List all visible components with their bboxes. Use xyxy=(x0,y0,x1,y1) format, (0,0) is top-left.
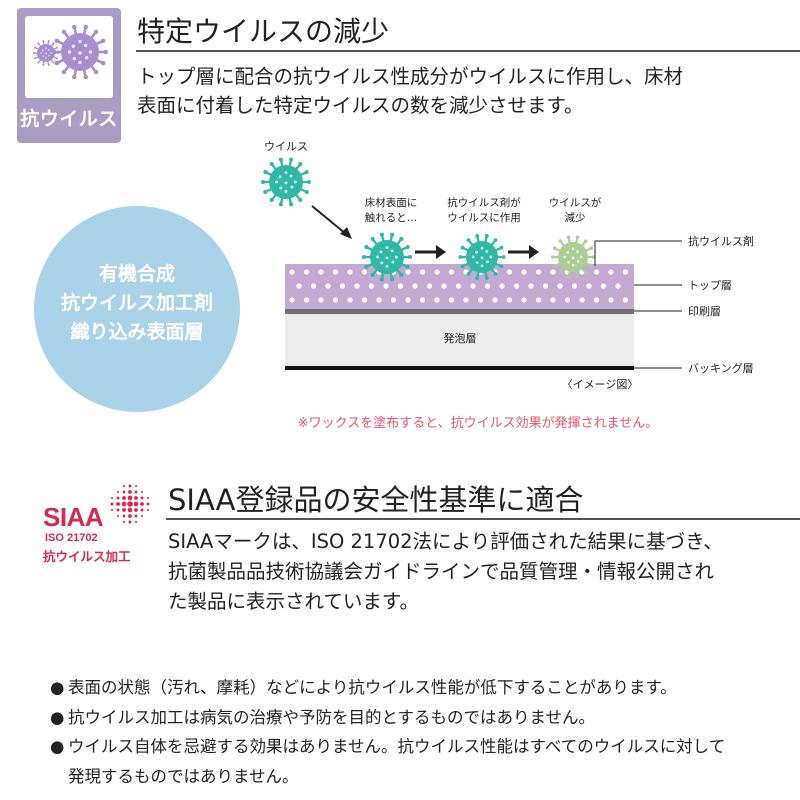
step3-label: ウイルスが xyxy=(549,196,602,209)
circle-text: 有機合成 抗ウイルス加工剤 織り込み表面層 xyxy=(34,260,240,347)
diagonal-arrow-icon xyxy=(311,205,352,239)
note-text: ウイルス自体を忌避する効果はありません。抗ウイルス性能はすべてのウイルスに対して xyxy=(68,737,726,756)
step2-label: ウイルスに作用 xyxy=(447,212,521,224)
foam-layer-label: 発泡層 xyxy=(444,331,477,345)
section2-description: SIAAマークは、ISO 21702法により評価された結果に基づき、 抗菌製品品… xyxy=(168,527,723,617)
circle-text-line: 抗ウイルス加工剤 xyxy=(60,292,213,314)
section2-description-line: た製品に表示されています。 xyxy=(168,590,419,613)
antiviral-badge: 抗ウイルス xyxy=(17,8,121,143)
notes-list: ●表面の状態（汚れ、摩耗）などにより抗ウイルス性能が低下することがあります。 ●… xyxy=(50,673,725,791)
wax-warning: ※ワックスを塗布すると、抗ウイルス効果が発揮されません。 xyxy=(298,415,659,431)
surface-layer-circle: 有機合成 抗ウイルス加工剤 織り込み表面層 xyxy=(34,206,240,412)
arrow-right-icon xyxy=(508,245,539,259)
section2-title: SIAA登録品の安全性基準に適合 xyxy=(168,483,584,517)
print-layer xyxy=(285,309,634,314)
note-text: 発現するものではありません。 xyxy=(68,766,299,786)
step2-label: 抗ウイルス剤が xyxy=(447,196,521,209)
top-layer-label: トップ層 xyxy=(688,279,732,292)
bullet: ● xyxy=(50,737,65,756)
layer-diagram: 発泡層 ウイルス 床材表面に 触れると… 抗ウイルス剤が ウイルスに作用 ウイル… xyxy=(261,140,754,431)
virus-icon xyxy=(458,234,506,280)
note-text: 抗ウイルス加工は病気の治療や予防を目的とするものではありません。 xyxy=(68,707,596,727)
siaa-word: SIAA xyxy=(43,502,104,532)
agent-label: 抗ウイルス剤 xyxy=(688,234,754,248)
badge-virus-icon xyxy=(32,24,108,80)
note-item-continuation: 発現するものではありません。 xyxy=(50,762,725,792)
print-layer-label: 印刷層 xyxy=(688,305,721,318)
note-item: ●抗ウイルス加工は病気の治療や予防を目的とするものではありません。 xyxy=(50,703,725,733)
arrow-right-icon xyxy=(415,245,446,259)
step3-label: 減少 xyxy=(565,211,586,224)
note-item: ●表面の状態（汚れ、摩耗）などにより抗ウイルス性能が低下することがあります。 xyxy=(50,673,725,703)
bullet: ● xyxy=(50,707,65,727)
siaa-mark-icon: SIAA ISO 21702 抗ウイルス加工 xyxy=(40,480,150,590)
foam-layer xyxy=(285,314,634,366)
note-item: ●ウイルス自体を忌避する効果はありません。抗ウイルス性能はすべてのウイルスに対し… xyxy=(50,732,725,762)
badge-icon-area xyxy=(25,16,113,98)
step1-label: 床材表面に xyxy=(365,196,418,209)
virus-icon xyxy=(362,232,412,282)
section1-title: 特定ウイルスの減少 xyxy=(137,15,390,48)
note-text: 表面の状態（汚れ、摩耗）などにより抗ウイルス性能が低下することがあります。 xyxy=(68,678,677,697)
circle-text-line: 織り込み表面層 xyxy=(70,321,204,343)
siaa-dots-icon xyxy=(110,484,150,524)
section1-description-line: 表面に付着した特定ウイルスの数を減少させます。 xyxy=(137,94,584,117)
top-layer-dots xyxy=(289,269,629,303)
virus-icon xyxy=(550,235,596,279)
backing-layer xyxy=(285,366,634,370)
callout-lines xyxy=(594,240,682,369)
badge-label: 抗ウイルス xyxy=(20,108,118,130)
section2-description-line: SIAAマークは、ISO 21702法により評価された結果に基づき、 xyxy=(168,530,723,553)
step1-label: 触れると… xyxy=(365,211,418,224)
circle-text-line: 有機合成 xyxy=(98,263,175,285)
section1-divider xyxy=(136,50,800,52)
section1-description-line: トップ層に配合の抗ウイルス性成分がウイルスに作用し、床材 xyxy=(137,65,684,88)
section2-description-line: 抗菌製品品技術協議会ガイドラインで品質管理・情報公開され xyxy=(168,560,715,583)
virus-label: ウイルス xyxy=(264,140,308,153)
siaa-iso: ISO 21702 xyxy=(45,532,98,544)
siaa-subtitle: 抗ウイルス加工 xyxy=(43,549,131,564)
image-note: 〈イメージ図〉 xyxy=(562,378,639,391)
backing-layer-label: バッキング層 xyxy=(688,361,754,375)
section1-description: トップ層に配合の抗ウイルス性成分がウイルスに作用し、床材 表面に付着した特定ウイ… xyxy=(137,62,683,120)
section2-divider xyxy=(166,518,800,520)
bullet: ● xyxy=(50,678,65,697)
virus-icon xyxy=(261,157,311,207)
